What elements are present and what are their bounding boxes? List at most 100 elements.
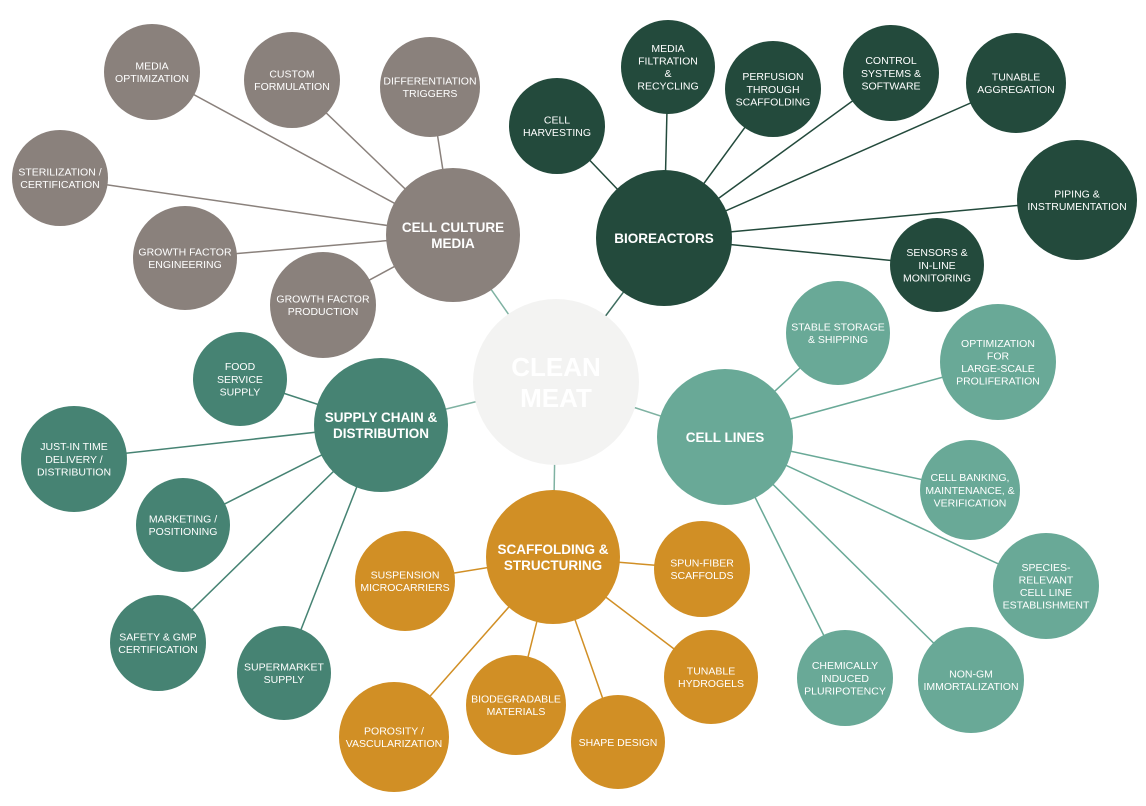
topic-piping-instrumentation[interactable]: PIPING &INSTRUMENTATION: [1017, 140, 1137, 260]
topic-marketing-positioning[interactable]: MARKETING /POSITIONING: [136, 478, 230, 572]
topic-growth-factor-engineering-label: GROWTH FACTOR: [138, 246, 232, 258]
topic-sterilization-certification-label: STERILIZATION /: [18, 166, 101, 178]
topic-custom-formulation-label: CUSTOM: [269, 68, 314, 80]
topic-chemically-induced-pluripotency-label: PLURIPOTENCY: [804, 685, 886, 697]
topic-porosity-vascularization-label: POROSITY /: [364, 725, 424, 737]
topic-sensors-in-line-monitoring-label: SENSORS &: [906, 247, 967, 259]
topic-growth-factor-engineering-label: ENGINEERING: [148, 259, 222, 271]
hub-supply-circle: [314, 358, 448, 492]
hub-media-label: CELL CULTURE: [402, 220, 504, 235]
hub-supply-label: SUPPLY CHAIN &: [325, 410, 438, 425]
topic-media-optimization-circle: [104, 24, 200, 120]
topic-perfusion-through-scaffolding-label: SCAFFOLDING: [736, 96, 811, 108]
topic-just-in-time-delivery-distribution-label: DISTRIBUTION: [37, 466, 111, 478]
topic-cell-banking-maintenance-verification-label: VERIFICATION: [934, 497, 1007, 509]
topic-just-in-time-delivery-distribution-circle: [21, 406, 127, 512]
topic-growth-factor-engineering-circle: [133, 206, 237, 310]
topic-media-filtration-recycling-label: RECYCLING: [637, 81, 698, 93]
topic-species-relevant-cell-line-establishment-label: SPECIES-: [1021, 562, 1071, 574]
topic-cell-banking-maintenance-verification[interactable]: CELL BANKING,MAINTENANCE, &VERIFICATION: [920, 440, 1020, 540]
topic-shape-design[interactable]: SHAPE DESIGN: [571, 695, 665, 789]
topic-tunable-aggregation-label: TUNABLE: [992, 71, 1040, 83]
topic-cell-harvesting-label: CELL: [544, 114, 570, 126]
topic-biodegradable-materials-circle: [466, 655, 566, 755]
topic-growth-factor-production-circle: [270, 252, 376, 358]
topic-porosity-vascularization[interactable]: POROSITY /VASCULARIZATION: [339, 682, 449, 792]
topic-cell-banking-maintenance-verification-label: MAINTENANCE, &: [925, 485, 1014, 497]
topic-control-systems-software-circle: [843, 25, 939, 121]
topic-growth-factor-production-label: GROWTH FACTOR: [276, 293, 370, 305]
topic-sterilization-certification[interactable]: STERILIZATION /CERTIFICATION: [12, 130, 108, 226]
hub-scaffolding-label: SCAFFOLDING &: [498, 542, 609, 557]
topic-non-gm-immortalization-label: NON-GM: [949, 668, 993, 680]
topic-differentiation-triggers-circle: [380, 37, 480, 137]
topic-perfusion-through-scaffolding-label: THROUGH: [746, 84, 799, 96]
hub-cell-lines[interactable]: CELL LINES: [657, 369, 793, 505]
topic-stable-storage-shipping-label: & SHIPPING: [808, 334, 868, 346]
topic-non-gm-immortalization-label: IMMORTALIZATION: [923, 681, 1018, 693]
topic-sensors-in-line-monitoring-label: MONITORING: [903, 272, 971, 284]
topic-food-service-supply-circle: [193, 332, 287, 426]
topic-food-service-supply-label: FOOD: [225, 361, 256, 373]
topic-tunable-aggregation-label: AGGREGATION: [977, 84, 1054, 96]
topic-stable-storage-shipping-circle: [786, 281, 890, 385]
topic-chemically-induced-pluripotency-label: INDUCED: [821, 673, 869, 685]
topic-perfusion-through-scaffolding-label: PERFUSION: [742, 71, 803, 83]
topic-media-filtration-recycling-label: FILTRATION: [638, 55, 698, 67]
topic-just-in-time-delivery-distribution-label: DELIVERY /: [45, 454, 102, 466]
topic-species-relevant-cell-line-establishment-label: RELEVANT: [1019, 574, 1074, 586]
topic-biodegradable-materials-label: MATERIALS: [487, 706, 546, 718]
topic-custom-formulation-circle: [244, 32, 340, 128]
hub-bioreactors[interactable]: BIOREACTORS: [596, 170, 732, 306]
topic-media-filtration-recycling-circle: [621, 20, 715, 114]
topic-supermarket-supply-label: SUPPLY: [264, 674, 305, 686]
topic-tunable-hydrogels-circle: [664, 630, 758, 724]
topic-chemically-induced-pluripotency-label: CHEMICALLY: [812, 660, 878, 672]
hub-supply[interactable]: SUPPLY CHAIN &DISTRIBUTION: [314, 358, 448, 492]
topic-safety-gmp-certification-label: CERTIFICATION: [118, 644, 198, 656]
topic-media-optimization-label: OPTIMIZATION: [115, 73, 189, 85]
topic-optimization-for-large-scale-proliferation-label: PROLIFERATION: [956, 376, 1040, 388]
topic-safety-gmp-certification-label: SAFETY & GMP: [119, 631, 196, 643]
topic-safety-gmp-certification-circle: [110, 595, 206, 691]
topic-just-in-time-delivery-distribution-label: JUST-IN TIME: [40, 441, 107, 453]
hub-scaffolding-label: STRUCTURING: [504, 558, 602, 573]
topic-food-service-supply-label: SERVICE: [217, 374, 263, 386]
topic-stable-storage-shipping[interactable]: STABLE STORAGE& SHIPPING: [786, 281, 890, 385]
center-node-clean-meat-label: CLEAN: [511, 352, 601, 382]
topic-supermarket-supply-label: SUPERMARKET: [244, 661, 325, 673]
hub-scaffolding[interactable]: SCAFFOLDING &STRUCTURING: [486, 490, 620, 624]
topic-suspension-microcarriers-circle: [355, 531, 455, 631]
hub-bioreactors-circle: [596, 170, 732, 306]
topic-growth-factor-production-label: PRODUCTION: [288, 306, 359, 318]
hub-bioreactors-label: BIOREACTORS: [614, 231, 714, 246]
topic-species-relevant-cell-line-establishment-label: CELL LINE: [1020, 587, 1072, 599]
